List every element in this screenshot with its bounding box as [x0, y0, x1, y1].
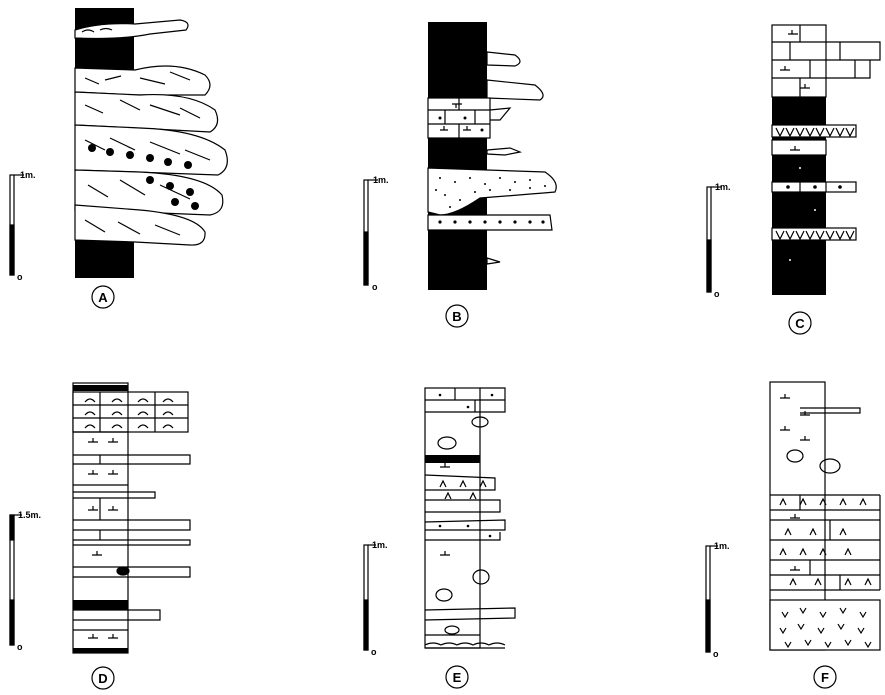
scale-top-label-a: 1m.	[20, 170, 36, 180]
column-b	[428, 22, 556, 290]
panel-label-b: B	[446, 305, 468, 327]
panel-a: 1m. o A	[10, 8, 227, 308]
panel-b: 1m. o B	[364, 22, 556, 327]
svg-text:C: C	[795, 316, 805, 331]
column-c	[772, 25, 880, 295]
panel-label-d: D	[92, 667, 114, 689]
svg-text:E: E	[453, 670, 462, 685]
scale-bottom-label-d: o	[17, 642, 23, 652]
panel-f: 1m. o F	[706, 382, 880, 688]
column-e	[425, 388, 515, 648]
scale-bar-c: 1m. o	[707, 182, 731, 299]
scale-bottom-label-f: o	[713, 649, 719, 659]
scale-top-label-d: 1.5m.	[18, 510, 41, 520]
panel-label-e: E	[446, 666, 468, 688]
svg-text:B: B	[452, 309, 461, 324]
scale-top-label-b: 1m.	[373, 175, 389, 185]
scale-bar-f: 1m. o	[706, 541, 730, 659]
scale-bar-e: 1m. o	[364, 540, 388, 657]
column-f	[770, 382, 880, 650]
scale-bottom-label-b: o	[372, 282, 378, 292]
scale-bar-d: 1.5m. o	[10, 510, 41, 652]
panel-label-c: C	[789, 312, 811, 334]
column-a	[75, 8, 227, 278]
svg-text:A: A	[98, 290, 108, 305]
scale-bottom-label-c: o	[714, 289, 720, 299]
scale-top-label-c: 1m.	[715, 182, 731, 192]
svg-text:D: D	[98, 671, 107, 686]
svg-text:F: F	[821, 670, 829, 685]
scale-bottom-label-e: o	[371, 647, 377, 657]
column-d	[73, 383, 190, 653]
panel-d: 1.5m. o D	[10, 383, 190, 689]
panel-label-a: A	[92, 286, 114, 308]
panel-c: 1m. o C	[707, 25, 880, 334]
scale-bar-a: 1m. o	[10, 170, 36, 282]
panel-e: 1m. o E	[364, 388, 515, 688]
scale-top-label-f: 1m.	[714, 541, 730, 551]
scale-top-label-e: 1m.	[372, 540, 388, 550]
scale-bottom-label-a: o	[17, 272, 23, 282]
panel-label-f: F	[814, 666, 836, 688]
scale-bar-b: 1m. o	[364, 175, 389, 292]
